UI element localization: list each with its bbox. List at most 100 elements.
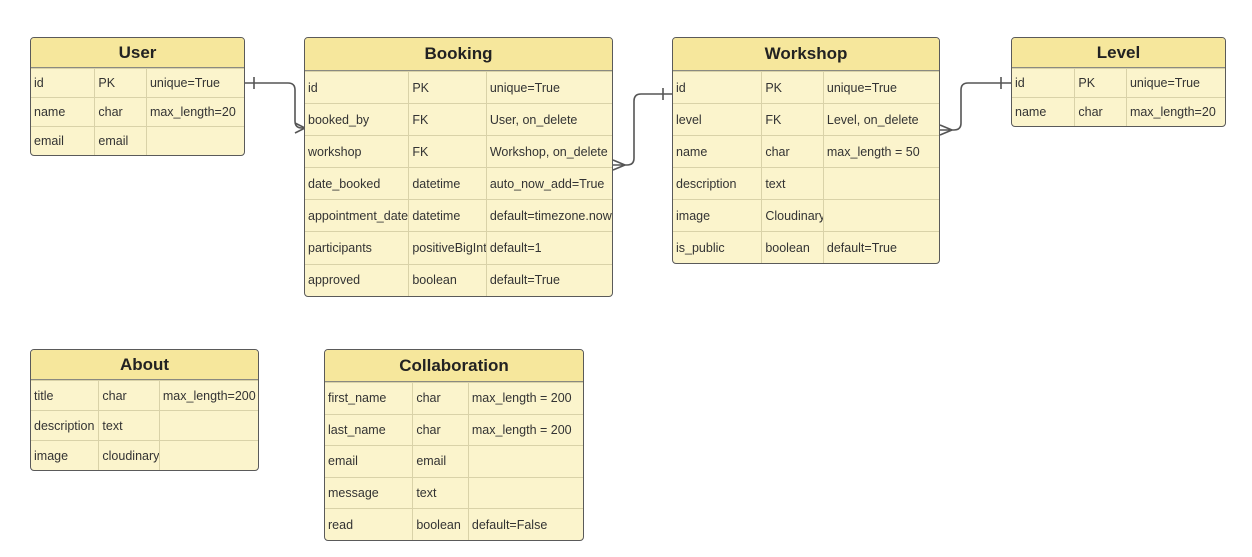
field-type: email bbox=[94, 127, 146, 155]
field-name: email bbox=[328, 454, 358, 469]
field-name: workshop bbox=[308, 144, 362, 159]
field-constraint: unique=True bbox=[485, 72, 612, 104]
field-type: FK bbox=[408, 136, 486, 168]
field-type: text bbox=[761, 168, 823, 199]
field-constraint: max_length=20 bbox=[1125, 98, 1225, 126]
field-row-image[interactable]: image Cloudinary bbox=[673, 199, 939, 231]
field-constraint bbox=[467, 477, 583, 509]
field-type: datetime bbox=[408, 200, 486, 232]
field-constraint: default=True bbox=[822, 232, 939, 263]
field-type: boolean bbox=[412, 509, 468, 540]
field-constraint: Level, on_delete bbox=[822, 104, 939, 135]
field-name: booked_by bbox=[308, 112, 370, 127]
entity-title: User bbox=[31, 38, 244, 68]
field-row-email[interactable]: email email bbox=[31, 126, 244, 155]
field-type: char bbox=[761, 136, 823, 167]
field-name: id bbox=[676, 80, 686, 95]
field-name: message bbox=[328, 486, 379, 501]
field-name: title bbox=[34, 388, 54, 403]
field-type: boolean bbox=[761, 232, 823, 263]
field-constraint: Workshop, on_delete bbox=[485, 136, 612, 168]
field-name: date_booked bbox=[308, 176, 381, 191]
field-constraint: max_length = 200 bbox=[467, 383, 583, 414]
field-name: participants bbox=[308, 241, 372, 256]
entity-title: About bbox=[31, 350, 258, 380]
field-name: appointment_date bbox=[308, 208, 409, 223]
field-constraint: default=timezone.now bbox=[485, 200, 612, 232]
field-type: email bbox=[412, 446, 468, 477]
field-type: PK bbox=[94, 69, 146, 97]
field-name: last_name bbox=[328, 422, 386, 437]
entity-title: Collaboration bbox=[325, 350, 583, 382]
entity-title: Booking bbox=[305, 38, 612, 71]
entity-title: Workshop bbox=[673, 38, 939, 71]
field-type: boolean bbox=[408, 264, 486, 296]
workshop-many-marker-b bbox=[939, 129, 953, 136]
field-name: is_public bbox=[676, 240, 725, 255]
field-constraint: default=1 bbox=[485, 232, 612, 264]
field-type: char bbox=[1074, 98, 1126, 126]
field-constraint bbox=[158, 411, 258, 440]
booking-many-marker-c bbox=[612, 159, 626, 166]
field-name: id bbox=[308, 80, 318, 95]
field-constraint: max_length = 50 bbox=[822, 136, 939, 167]
field-name: name bbox=[1015, 105, 1047, 119]
field-name: id bbox=[1015, 76, 1025, 90]
field-type: FK bbox=[761, 104, 823, 135]
field-type: text bbox=[98, 411, 158, 440]
workshop-many-marker-a bbox=[939, 124, 953, 131]
field-name: approved bbox=[308, 273, 361, 288]
field-constraint: max_length=200 bbox=[158, 381, 258, 410]
field-type: char bbox=[412, 383, 468, 414]
field-name: read bbox=[328, 517, 354, 532]
field-type: char bbox=[94, 98, 146, 126]
field-type: PK bbox=[408, 72, 486, 104]
field-name: email bbox=[34, 134, 64, 148]
field-type: char bbox=[98, 381, 158, 410]
field-type: cloudinary bbox=[98, 441, 159, 470]
field-constraint bbox=[467, 446, 583, 477]
field-name: name bbox=[676, 144, 708, 159]
field-type: char bbox=[412, 414, 468, 446]
field-type: text bbox=[412, 477, 468, 509]
field-name: level bbox=[676, 112, 702, 127]
field-row-message[interactable]: message text bbox=[325, 476, 583, 509]
field-type: datetime bbox=[408, 168, 486, 200]
field-constraint: auto_now_add=True bbox=[485, 168, 612, 200]
field-type: PK bbox=[1074, 69, 1126, 97]
field-name: image bbox=[676, 208, 711, 223]
field-type: Cloudinary bbox=[761, 200, 823, 231]
field-row-email[interactable]: email email bbox=[325, 445, 583, 477]
field-constraint: max_length = 200 bbox=[467, 414, 583, 446]
field-name: description bbox=[34, 418, 95, 433]
field-constraint bbox=[822, 168, 939, 199]
